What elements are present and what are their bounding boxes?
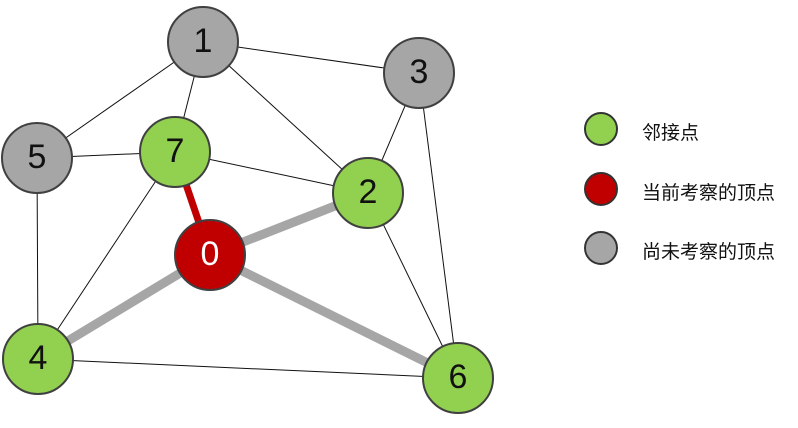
node-circle-1 — [167, 6, 239, 78]
legend-swatch-current — [584, 172, 618, 206]
node-circle-3 — [383, 37, 455, 109]
node-0: 0 — [174, 219, 246, 291]
legend-item-neighbor: 邻接点 — [584, 112, 794, 152]
node-6: 6 — [422, 342, 494, 414]
edge-1-2 — [202, 41, 369, 194]
legend-swatch-neighbor — [584, 112, 618, 146]
node-circle-7 — [139, 116, 211, 188]
edge-1-3 — [202, 41, 420, 74]
legend-label-neighbor: 邻接点 — [642, 122, 700, 144]
node-circle-4 — [2, 323, 74, 395]
node-label-0: 0 — [201, 235, 220, 273]
graph-diagram: 0 1 2 3 4 5 6 7 — [1, 6, 494, 414]
node-label-7: 7 — [166, 132, 185, 170]
node-circle-0 — [174, 219, 246, 291]
node-2: 2 — [332, 157, 404, 229]
edge-4-6 — [37, 358, 459, 379]
node-1: 1 — [167, 6, 239, 78]
node-label-5: 5 — [28, 138, 47, 176]
node-label-3: 3 — [410, 53, 429, 91]
legend-item-current: 当前考察的顶点 — [584, 172, 794, 212]
node-circle-5 — [1, 122, 73, 194]
node-circle-2 — [332, 157, 404, 229]
edge-3-6 — [418, 72, 459, 379]
node-circle-6 — [422, 342, 494, 414]
edge-0-6 — [208, 250, 460, 383]
legend-item-unvisited: 尚未考察的顶点 — [584, 231, 794, 271]
legend-swatch-unvisited — [584, 231, 618, 265]
legend-label-unvisited: 尚未考察的顶点 — [642, 241, 776, 263]
node-label-4: 4 — [29, 339, 48, 377]
node-4: 4 — [2, 323, 74, 395]
node-label-1: 1 — [194, 22, 213, 60]
node-5: 5 — [1, 122, 73, 194]
node-label-2: 2 — [359, 173, 378, 211]
node-7: 7 — [139, 116, 211, 188]
edge-7-4 — [37, 151, 176, 360]
node-3: 3 — [383, 37, 455, 109]
legend-label-current: 当前考察的顶点 — [642, 182, 776, 204]
node-label-6: 6 — [449, 358, 468, 396]
nodes-layer: 0 1 2 3 4 5 6 7 — [1, 6, 494, 414]
